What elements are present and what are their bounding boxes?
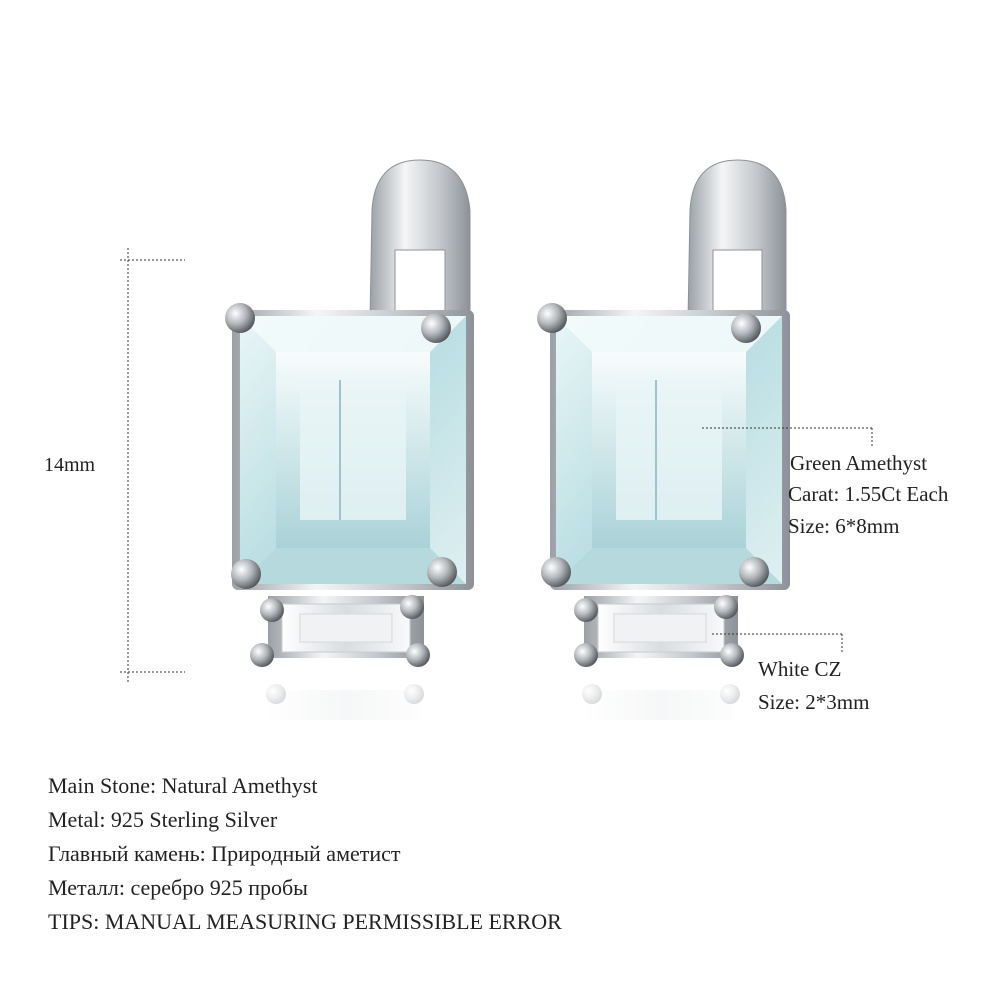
- side-stone-leader: [712, 633, 843, 652]
- measurement-guide: [120, 248, 185, 682]
- main-stone-carat: Carat: 1.55Ct Each: [788, 482, 949, 506]
- spec-metal: Metal: 925 Sterling Silver: [48, 807, 278, 832]
- main-stone-leader: [702, 427, 873, 448]
- spec-main-stone: Main Stone: Natural Amethyst: [48, 773, 318, 798]
- main-stone-name: Green Amethyst: [790, 451, 928, 475]
- side-stone-size: Size: 2*3mm: [758, 690, 870, 714]
- main-stone-size: Size: 6*8mm: [788, 514, 900, 538]
- spec-tips: TIPS: MANUAL MEASURING PERMISSIBLE ERROR: [48, 909, 562, 934]
- height-measurement-label: 14mm: [44, 454, 96, 476]
- spec-main-stone-ru: Главный камень: Природный аметист: [48, 841, 401, 866]
- right-earring: [537, 159, 790, 720]
- side-stone-name: White CZ: [758, 657, 842, 681]
- left-earring: [225, 159, 474, 720]
- spec-metal-ru: Металл: серебро 925 пробы: [48, 875, 308, 900]
